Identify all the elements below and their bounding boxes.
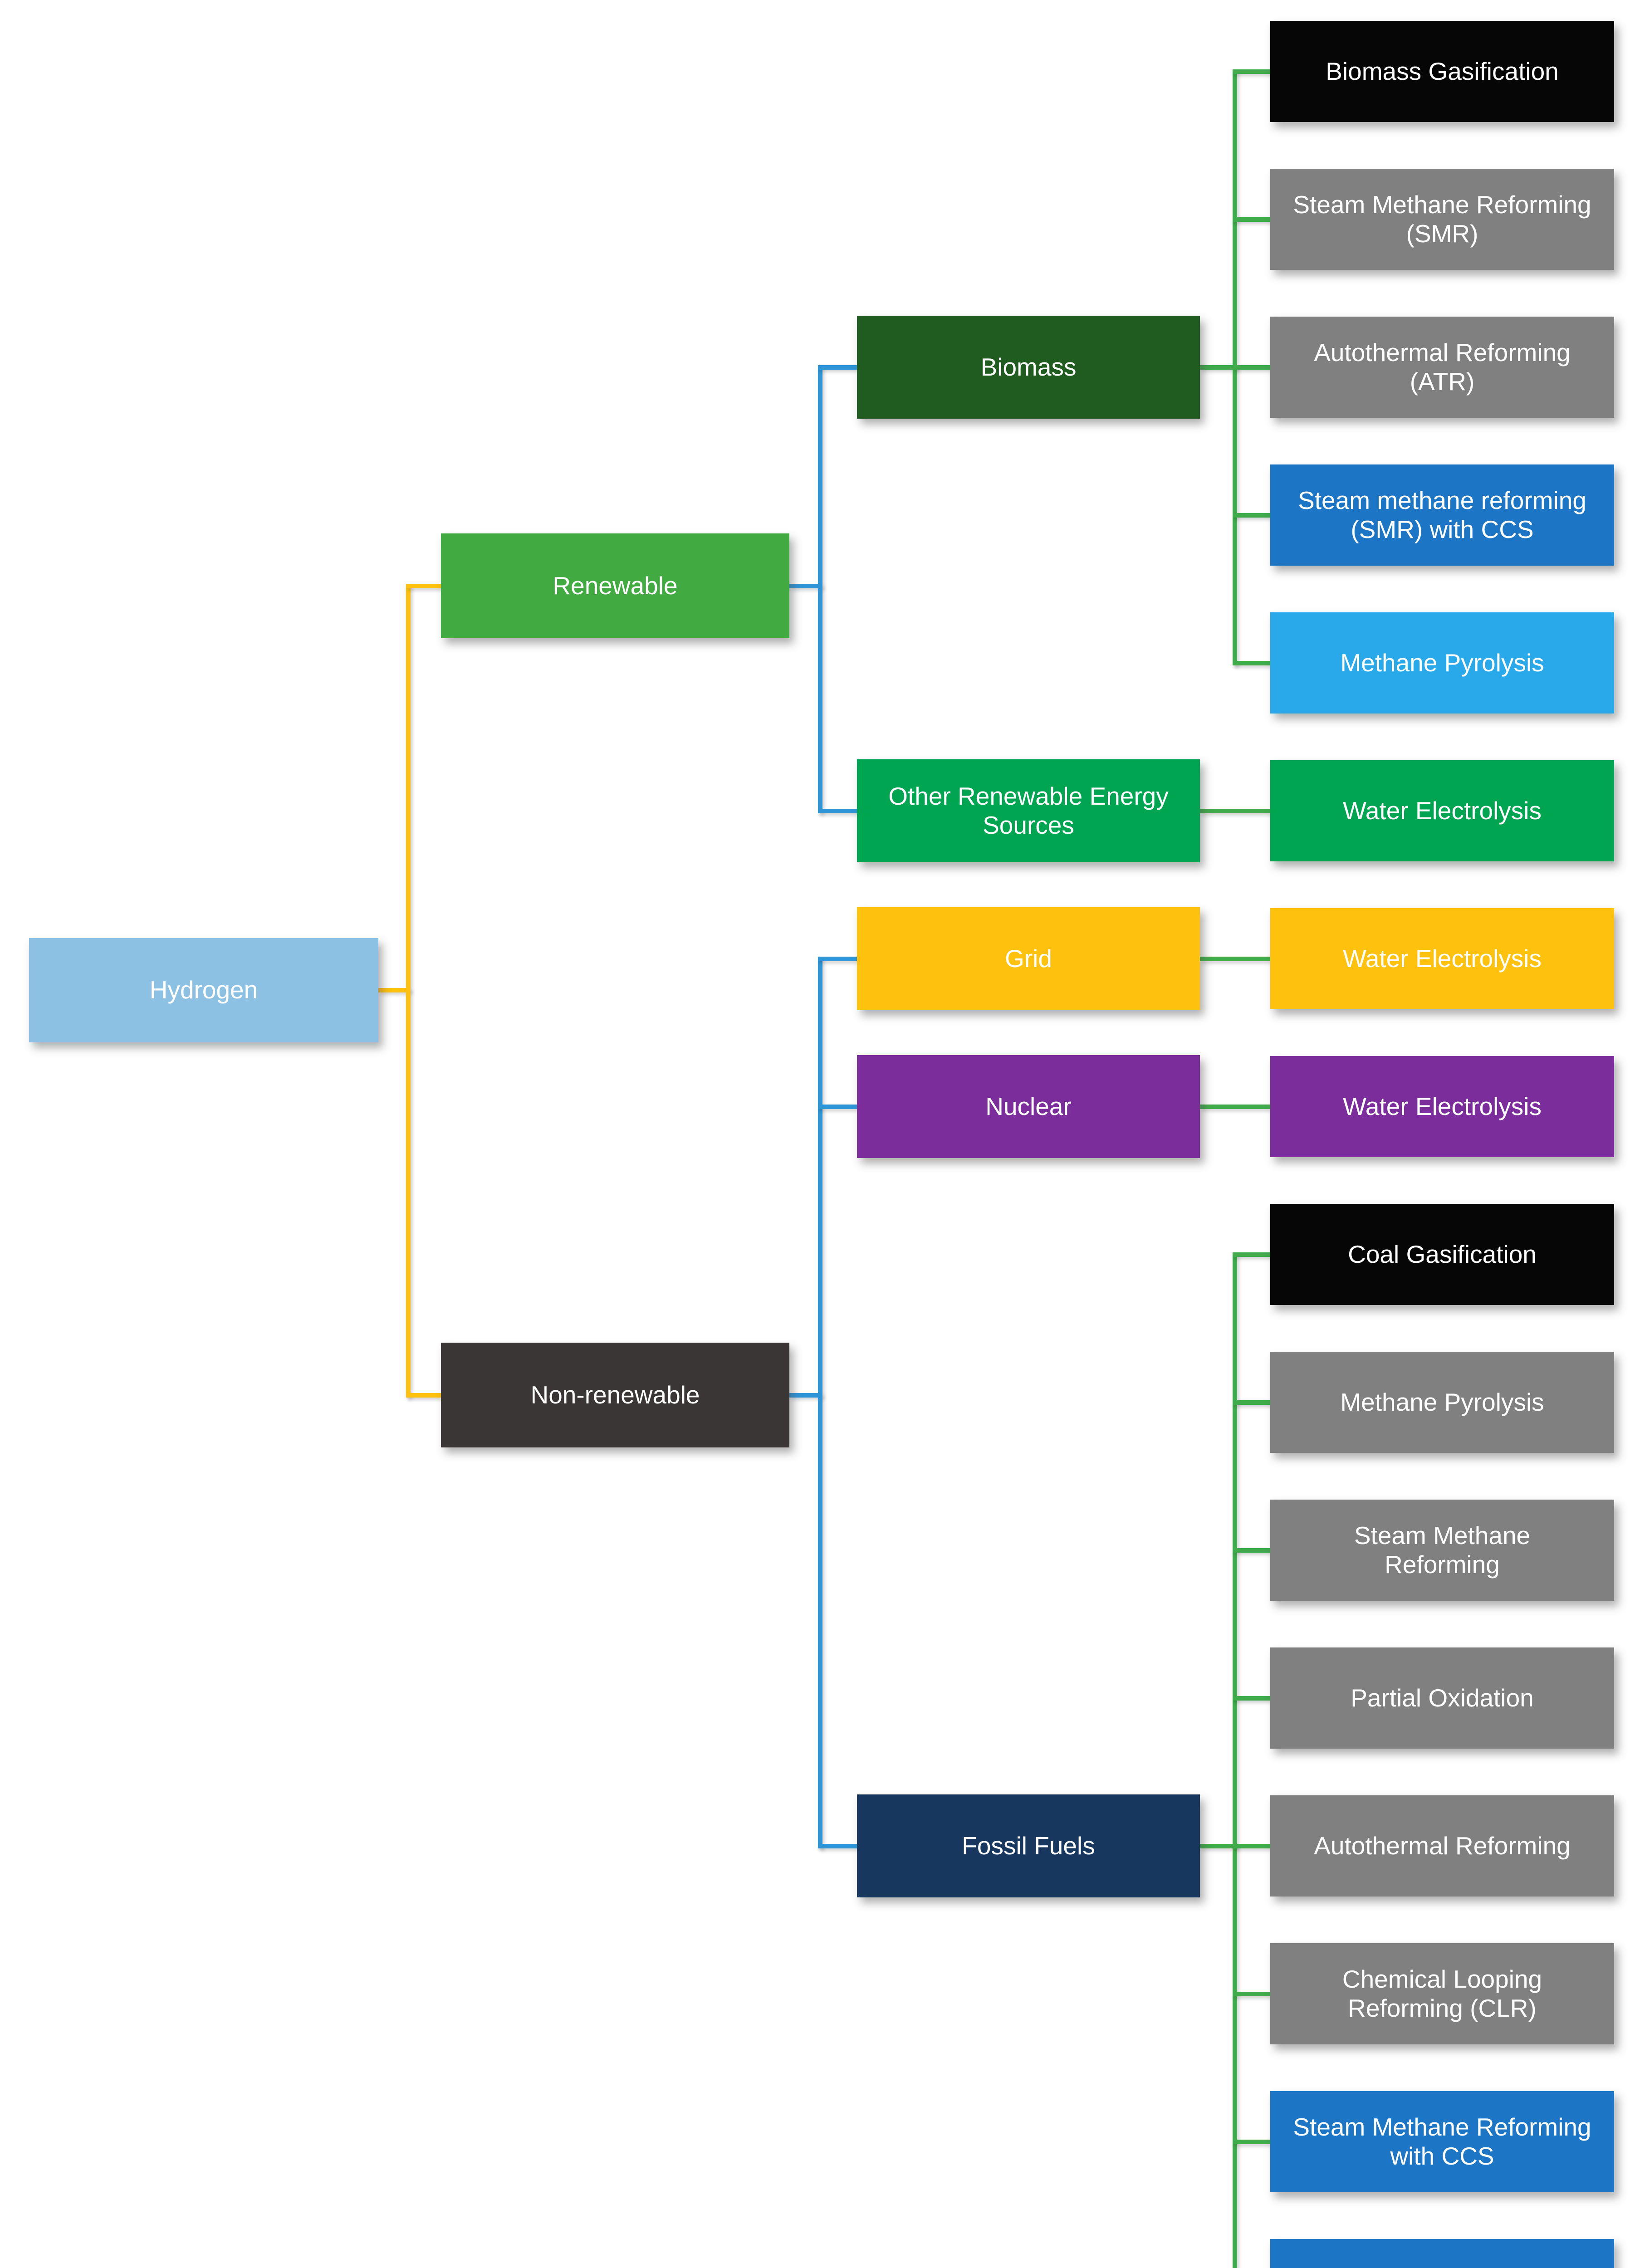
node-water-electrolysis-renewable: Water Electrolysis: [1270, 760, 1614, 861]
node-label: Methane Pyrolysis: [1340, 648, 1544, 677]
node-methane-pyrolysis-renewable: Methane Pyrolysis: [1270, 612, 1614, 714]
node-coal-gasification: Coal Gasification: [1270, 1204, 1614, 1305]
connector-line: [1233, 660, 1270, 665]
node-label: Hydrogen: [149, 976, 258, 1004]
node-coal-gasification-ccs: Coal Gasification with CCS: [1270, 2239, 1614, 2268]
connector-line: [406, 583, 441, 588]
node-clr: Chemical Looping Reforming (CLR): [1270, 1943, 1614, 2044]
connector-line: [378, 988, 411, 992]
connector-line: [1233, 1252, 1237, 2268]
node-label: Renewable: [553, 571, 678, 600]
connector-line: [1233, 1548, 1270, 1553]
node-label: Autothermal Reforming (ATR): [1314, 338, 1571, 396]
node-label: Other Renewable Energy Sources: [888, 782, 1169, 839]
node-label: Grid: [1005, 944, 1052, 973]
node-biomass-gasification: Biomass Gasification: [1270, 21, 1614, 122]
connector-line: [1233, 69, 1270, 74]
node-label: Nuclear: [985, 1092, 1072, 1120]
node-label: Steam Methane Reforming with CCS: [1293, 2113, 1591, 2170]
node-label: Steam methane reforming (SMR) with CCS: [1298, 486, 1586, 543]
node-water-electrolysis-nuclear: Water Electrolysis: [1270, 1056, 1614, 1157]
connector-line: [1233, 2139, 1270, 2144]
node-fossil-fuels: Fossil Fuels: [857, 1794, 1200, 1897]
connector-line: [1233, 217, 1270, 222]
connector-line: [1233, 1400, 1270, 1405]
connector-line: [406, 1393, 441, 1398]
connector-line: [818, 1104, 857, 1109]
node-hydrogen: Hydrogen: [29, 938, 378, 1042]
node-label: Fossil Fuels: [962, 1831, 1095, 1860]
node-nuclear: Nuclear: [857, 1055, 1200, 1158]
connector-line: [818, 956, 857, 961]
connector-line: [1200, 1104, 1270, 1109]
connector-line: [818, 956, 822, 1848]
node-grid: Grid: [857, 907, 1200, 1010]
connector-line: [1233, 1991, 1270, 1996]
node-biomass: Biomass: [857, 316, 1200, 419]
node-water-electrolysis-grid: Water Electrolysis: [1270, 908, 1614, 1009]
node-renewable: Renewable: [441, 533, 789, 638]
connector-line: [406, 583, 411, 1398]
node-label: Steam Methane Reforming (SMR): [1293, 191, 1591, 248]
connector-line: [1233, 1696, 1270, 1701]
connector-line: [1233, 1843, 1270, 1848]
node-smr-ccs-fossil: Steam Methane Reforming with CCS: [1270, 2091, 1614, 2192]
node-smr-fossil: Steam Methane Reforming: [1270, 1500, 1614, 1601]
connector-line: [1200, 808, 1270, 813]
connector-line: [1233, 365, 1270, 370]
node-label: Steam Methane Reforming: [1354, 1521, 1531, 1579]
node-methane-pyrolysis-fossil: Methane Pyrolysis: [1270, 1352, 1614, 1453]
node-label: Non-renewable: [530, 1380, 700, 1409]
connector-line: [818, 365, 857, 370]
connector-line: [818, 1843, 857, 1848]
connector-line: [1233, 1252, 1270, 1257]
node-label: Biomass Gasification: [1326, 57, 1559, 85]
node-label: Biomass: [980, 352, 1077, 381]
connector-line: [789, 583, 822, 588]
connector-line: [1200, 956, 1270, 961]
node-label: Chemical Looping Reforming (CLR): [1342, 1965, 1542, 2022]
node-partial-oxidation: Partial Oxidation: [1270, 1647, 1614, 1749]
node-label: Autothermal Reforming: [1314, 1831, 1571, 1860]
node-label: Coal Gasification: [1348, 1240, 1537, 1268]
connector-line: [1233, 513, 1270, 518]
node-label: Water Electrolysis: [1342, 944, 1542, 973]
node-non-renewable: Non-renewable: [441, 1343, 789, 1447]
connector-line: [1200, 365, 1237, 370]
connector-line: [818, 365, 822, 813]
connector-line: [1200, 1843, 1237, 1848]
connector-line: [818, 808, 857, 813]
node-label: Methane Pyrolysis: [1340, 1388, 1544, 1416]
node-smr-ccs: Steam methane reforming (SMR) with CCS: [1270, 464, 1614, 566]
node-label: Water Electrolysis: [1342, 1092, 1542, 1120]
node-smr: Steam Methane Reforming (SMR): [1270, 169, 1614, 270]
node-label: Water Electrolysis: [1342, 796, 1542, 825]
connector-line: [789, 1393, 822, 1398]
node-atr: Autothermal Reforming (ATR): [1270, 317, 1614, 418]
node-atr-fossil: Autothermal Reforming: [1270, 1795, 1614, 1897]
node-other-renewable: Other Renewable Energy Sources: [857, 759, 1200, 862]
node-label: Partial Oxidation: [1351, 1683, 1534, 1712]
